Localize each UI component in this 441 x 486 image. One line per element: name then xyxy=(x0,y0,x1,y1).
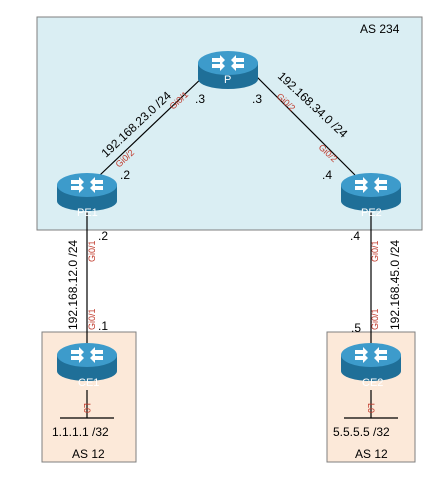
router-label-pe2: PE2 xyxy=(361,207,382,219)
iface-pe2-gi0-1: Gi0/1 xyxy=(370,240,380,262)
link-p-pe2 xyxy=(254,74,356,176)
router-ce2 xyxy=(341,343,401,381)
link-pe1-p xyxy=(99,74,206,176)
router-label-ce1: CE1 xyxy=(78,377,99,389)
loopback-address-ce1: 1.1.1.1 /32 xyxy=(52,425,109,439)
ip-pe1-link-p: .2 xyxy=(120,168,130,182)
ip-ce2-link-pe2: .5 xyxy=(351,321,361,335)
ip-pe2-link-p: .4 xyxy=(322,168,332,182)
core-as-label: AS 234 xyxy=(360,22,400,36)
iface-ce1-loopback: L0 xyxy=(82,403,92,413)
iface-ce1-gi0-1: Gi0/1 xyxy=(87,308,97,330)
loopback-address-ce2: 5.5.5.5 /32 xyxy=(333,425,390,439)
router-ce1 xyxy=(57,343,117,381)
ip-pe2-link-ce2: .4 xyxy=(350,229,360,243)
iface-pe1-gi0-1: Gi0/1 xyxy=(87,240,97,262)
router-label-pe1: PE1 xyxy=(77,207,98,219)
iface-ce2-loopback: L0 xyxy=(366,403,376,413)
ip-ce1-link-pe1: .1 xyxy=(98,319,108,333)
subnet-pe1-ce1: 192.168.12.0 /24 xyxy=(66,240,80,330)
subnet-pe2-ce2: 192.168.45.0 /24 xyxy=(388,240,402,330)
router-pe1 xyxy=(57,173,117,211)
router-label-p: P xyxy=(224,74,231,86)
router-p xyxy=(198,51,258,89)
ce1-as-label: AS 12 xyxy=(72,447,105,461)
ip-pe1-link-ce1: .2 xyxy=(98,229,108,243)
router-label-ce2: CE2 xyxy=(362,377,383,389)
ip-p-link-pe2: .3 xyxy=(252,92,262,106)
iface-ce2-gi0-1: Gi0/1 xyxy=(370,308,380,330)
ip-p-link-pe1: .3 xyxy=(195,92,205,106)
ce2-as-label: AS 12 xyxy=(355,447,388,461)
router-pe2 xyxy=(341,173,401,211)
